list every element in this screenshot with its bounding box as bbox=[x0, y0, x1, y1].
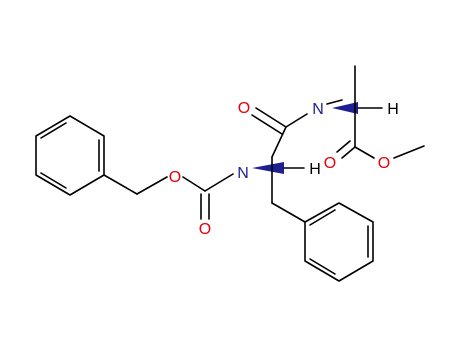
ala-alpha-wedge bbox=[332, 102, 358, 114]
bond-ester-o-methyl bbox=[393, 145, 425, 159]
bond-amide-co-b bbox=[251, 114, 283, 135]
bond-ring-ch2 bbox=[103, 174, 138, 195]
bond-ester-co-b bbox=[336, 140, 351, 153]
bond-ch2-o bbox=[136, 176, 168, 195]
bond-n-ala-alpha bbox=[326, 99, 343, 105]
phe-alpha-wedge bbox=[252, 162, 284, 174]
bond-ester-c-o bbox=[354, 146, 375, 159]
bond-amide-co-a bbox=[255, 107, 287, 128]
phenyl-ring-outline bbox=[304, 202, 374, 282]
phenyl-ring-inner-bond-1 bbox=[309, 209, 336, 226]
benzyl-ring-inner-bond-2 bbox=[40, 172, 67, 189]
ala-nitrogen-label: N bbox=[312, 101, 324, 118]
benzyl-ring-inner-bond-3 bbox=[40, 122, 67, 139]
bond-alpha-amide-c bbox=[271, 126, 287, 158]
benzyl-ring-outline bbox=[35, 115, 105, 196]
bond-amide-c-n bbox=[285, 113, 308, 128]
bond-o-carbonyl bbox=[182, 176, 206, 192]
ala-alpha-hydrogen-label: H bbox=[387, 101, 399, 118]
bond-ester-co-a bbox=[341, 146, 356, 159]
carbamate-carbonyl-oxygen-label: O bbox=[199, 221, 211, 238]
bond-ch2-phenyl bbox=[271, 202, 306, 223]
benzyl-ring bbox=[35, 115, 105, 196]
amide-oxygen-label: O bbox=[238, 100, 250, 117]
phe-nitrogen-label: N bbox=[237, 165, 249, 182]
bond-carbonyl-n bbox=[204, 173, 234, 192]
ester-methoxy-oxygen-label: O bbox=[378, 155, 390, 172]
phenyl-ring bbox=[304, 202, 374, 282]
phe-alpha-hydrogen-label: H bbox=[309, 161, 321, 178]
phenyl-ring-inner-bond-3 bbox=[309, 258, 336, 275]
carbamate-ester-oxygen-label: O bbox=[169, 169, 181, 186]
ester-carbonyl-oxygen-label: O bbox=[324, 155, 336, 172]
